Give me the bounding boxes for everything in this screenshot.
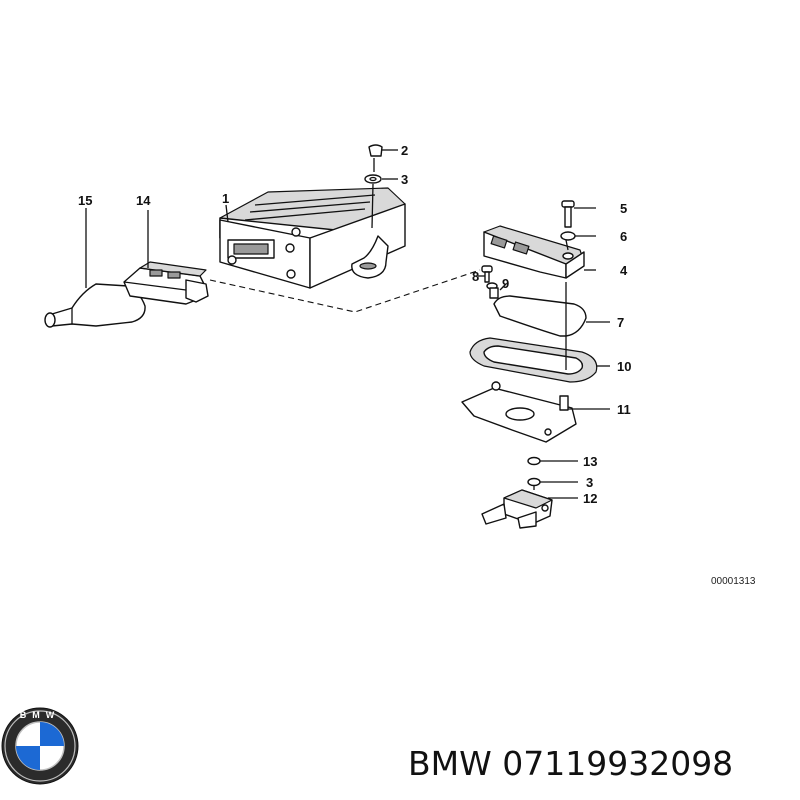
label-part-4: 4	[620, 263, 628, 278]
part-2-screw	[368, 144, 383, 157]
part-2-axis-line	[371, 158, 375, 229]
part-13-seal	[527, 456, 541, 466]
label-part-9: 9	[502, 276, 509, 291]
label-part-7: 7	[617, 315, 624, 330]
part-10-gasket	[469, 337, 598, 383]
label-part-11: 11	[617, 402, 631, 417]
part-12-sensor	[481, 489, 553, 529]
part-8-screw	[481, 265, 493, 283]
part-3-washer-upper	[364, 174, 382, 184]
part-labels: 1 2 3 4 5 6 7 8 9 10 11 12 13 3 14 15	[78, 143, 631, 506]
label-part-3-upper: 3	[401, 172, 408, 187]
label-part-14: 14	[136, 193, 151, 208]
part-9-pin	[486, 282, 499, 299]
part-14-connector-plug	[123, 261, 209, 305]
reference-code: 00001313	[711, 576, 756, 587]
part-5-bolt	[561, 200, 575, 228]
part-1-control-unit	[219, 187, 406, 289]
label-part-15: 15	[78, 193, 92, 208]
part-7-cover-plate	[493, 295, 587, 337]
label-part-1: 1	[222, 191, 229, 206]
logo-lettering: BMW	[20, 710, 61, 720]
part-6-washer	[560, 231, 576, 241]
part-3-washer-lower	[527, 477, 541, 490]
label-part-3-lower: 3	[586, 475, 593, 490]
label-part-6: 6	[620, 229, 627, 244]
leader-lines	[85, 149, 610, 499]
label-part-12: 12	[583, 491, 597, 506]
part-4-module	[483, 225, 585, 279]
label-part-13: 13	[583, 454, 597, 469]
label-part-2: 2	[401, 143, 408, 158]
brand-part-number: BMW 07119932098	[408, 744, 733, 783]
bmw-logo: BMW	[1, 707, 79, 785]
connection-dashed-line	[209, 269, 481, 313]
label-part-8: 8	[472, 269, 479, 284]
part-11-base-plate	[461, 381, 577, 443]
label-part-10: 10	[617, 359, 631, 374]
label-part-5: 5	[620, 201, 627, 216]
